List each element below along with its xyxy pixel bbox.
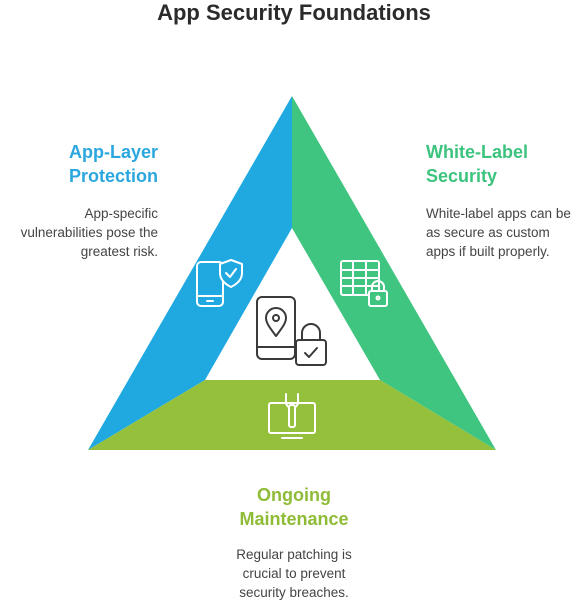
section-description: App-specific vulnerabilities pose the gr…: [20, 206, 158, 259]
section-app-layer-protection: App-Layer Protection App-specific vulner…: [0, 140, 158, 261]
left-segment: [88, 96, 292, 450]
section-description: Regular patching is crucial to prevent s…: [236, 547, 352, 600]
section-white-label-security: White-Label Security White-label apps ca…: [426, 140, 588, 261]
page-title: App Security Foundations: [157, 0, 431, 25]
monitor-wrench-icon: [268, 393, 316, 439]
phone-location-lock-icon: [256, 296, 327, 366]
right-segment: [292, 96, 496, 450]
section-heading: App-Layer Protection: [68, 142, 158, 186]
section-description: White-label apps can be as secure as cus…: [426, 206, 571, 259]
table-lock-icon: [340, 260, 388, 307]
section-ongoing-maintenance: Ongoing Maintenance Regular patching is …: [194, 483, 394, 602]
phone-shield-icon: [196, 259, 243, 307]
section-heading: White-Label Security: [426, 142, 528, 186]
section-heading: Ongoing Maintenance: [239, 485, 349, 529]
